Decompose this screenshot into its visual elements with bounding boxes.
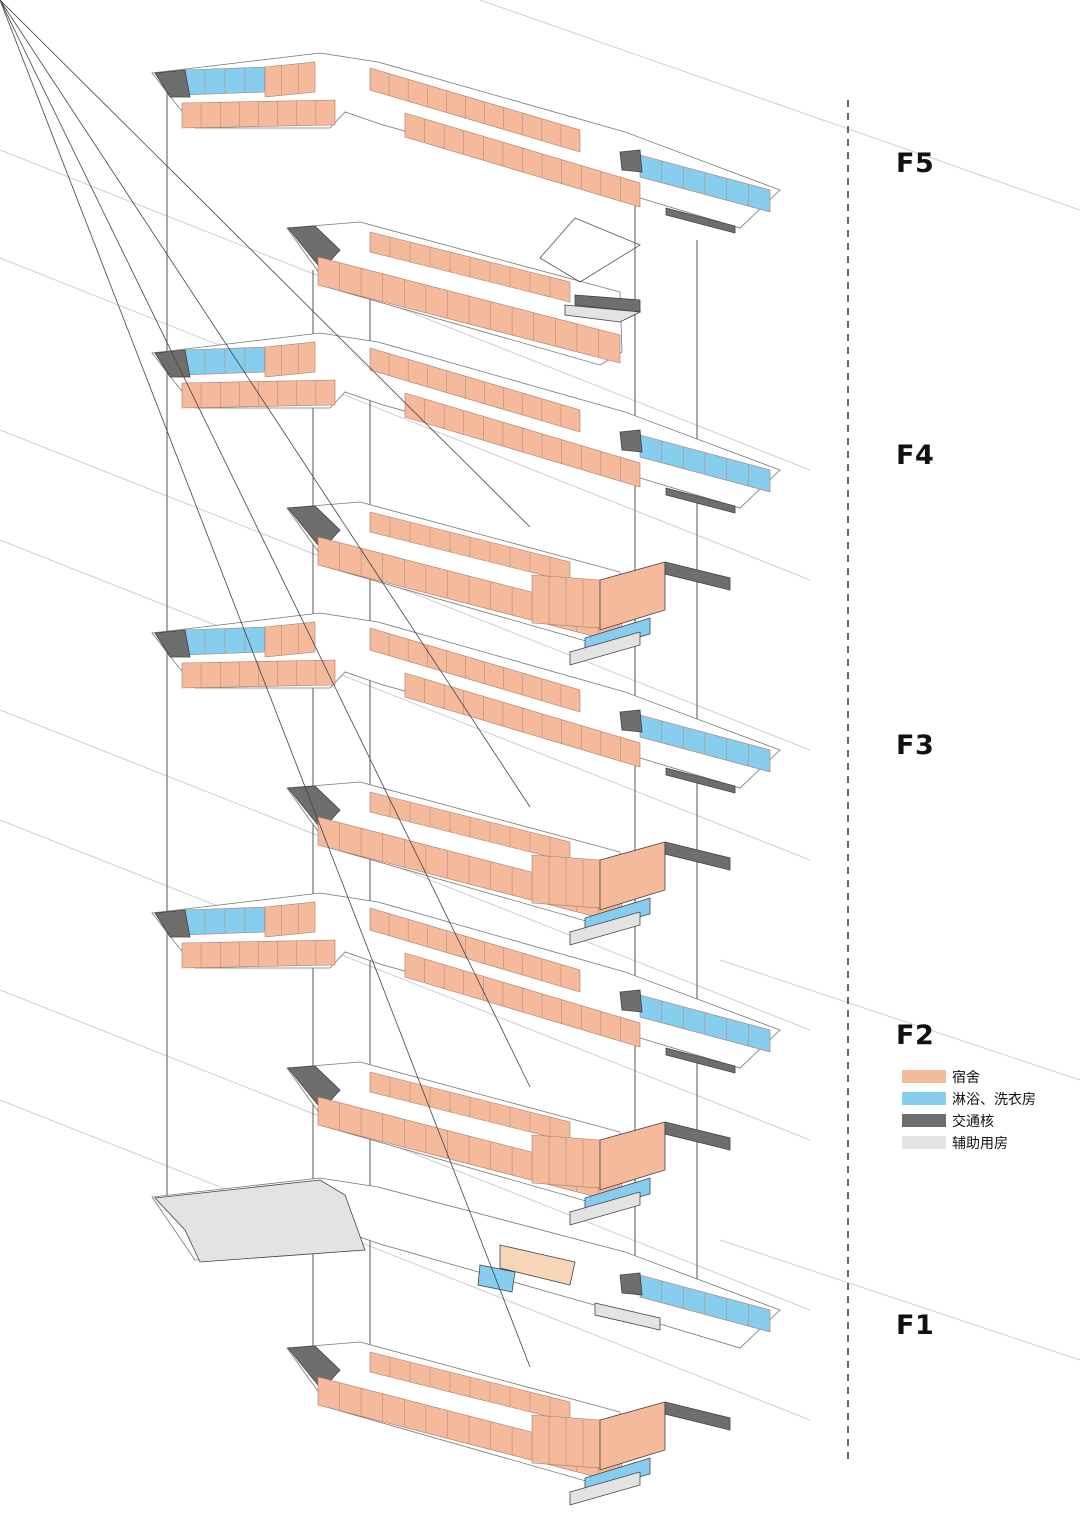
east-core-b <box>665 207 736 234</box>
east-core-a <box>619 149 643 173</box>
west-dorm-north <box>264 61 316 98</box>
legend-label-dorm: 宿舍 <box>952 1070 980 1086</box>
east-core-b <box>665 1047 736 1074</box>
floor-lower-plate-5 <box>286 217 642 366</box>
east-core-a <box>619 709 643 733</box>
east-core-b <box>665 487 736 514</box>
courtyard-outline <box>539 217 641 283</box>
ground-bath-small <box>477 1264 516 1293</box>
legend-label-bath: 淋浴、洗衣房 <box>952 1092 1036 1108</box>
legend-label-core: 交通核 <box>952 1114 994 1130</box>
lower-west-core <box>287 1065 341 1111</box>
floor-lower-plate-2 <box>0 0 731 1226</box>
lower-east-dorm-east <box>599 1121 666 1191</box>
legend-item-dorm: 宿舍 <box>902 1066 1072 1086</box>
lower-aux-room <box>569 631 641 666</box>
lower-aux-room <box>569 1191 641 1226</box>
ground-aux-hall <box>154 1179 366 1263</box>
legend-item-aux: 辅助用房 <box>902 1132 1072 1152</box>
noop <box>0 0 531 528</box>
floor-label-f5: F5 <box>896 148 935 179</box>
lower-east-dorm-east <box>599 561 666 631</box>
east-dorm-north <box>369 627 581 713</box>
noop <box>0 0 531 1368</box>
lower-west-core <box>287 505 341 551</box>
legend-label-aux: 辅助用房 <box>952 1136 1008 1152</box>
east-core-b <box>665 767 736 794</box>
west-core <box>154 909 191 938</box>
floor-label-f4: F4 <box>896 440 935 471</box>
lower-east-core <box>664 1401 731 1431</box>
ground-core-a <box>619 1272 643 1296</box>
west-core <box>154 629 191 658</box>
lower-east-dorm-east <box>599 841 666 911</box>
east-core-a <box>619 429 643 453</box>
west-core <box>154 349 191 378</box>
floor-upper-plate-4 <box>151 332 781 514</box>
floor-upper-plate-2 <box>151 892 781 1074</box>
west-dorm-north <box>264 901 316 938</box>
legend-item-bath: 淋浴、洗衣房 <box>902 1088 1072 1108</box>
west-dorm-north <box>264 621 316 658</box>
east-core-a <box>619 989 643 1013</box>
legend-swatch-dorm <box>902 1070 946 1083</box>
ground-lobby <box>499 1244 576 1286</box>
lower-east-dorm-east <box>599 1401 666 1471</box>
lower-west-core <box>287 1345 341 1391</box>
lower-aux-room <box>569 1471 641 1506</box>
floor-lower-plate-4 <box>0 0 731 666</box>
floor-upper-plate-5 <box>151 52 781 234</box>
background-guide-lines <box>0 0 1080 1421</box>
legend-swatch-bath <box>902 1092 946 1105</box>
east-dorm-north <box>369 347 581 433</box>
lower-east-core <box>664 561 731 591</box>
lower-east-core <box>664 841 731 871</box>
legend-swatch-core <box>902 1114 946 1127</box>
floor-lower-plate-1 <box>0 0 731 1506</box>
legend-swatch-aux <box>902 1136 946 1149</box>
floor-upper-plate-1 <box>151 1177 781 1349</box>
lower-aux-room <box>564 304 642 323</box>
ground-aux-b <box>594 1302 661 1331</box>
legend-item-core: 交通核 <box>902 1110 1072 1130</box>
east-dorm-north <box>369 907 581 993</box>
noop <box>0 0 531 1088</box>
floor-upper-plate-3 <box>151 612 781 794</box>
noop <box>0 0 531 808</box>
lower-aux-room <box>569 911 641 946</box>
lower-west-core <box>287 225 341 271</box>
east-dorm-north <box>369 67 581 153</box>
lower-east-core <box>664 1121 731 1151</box>
floor-lower-plate-3 <box>0 0 731 946</box>
floor-label-f2: F2 <box>896 1020 935 1051</box>
lower-west-core <box>287 785 341 831</box>
west-dorm-north <box>264 341 316 378</box>
floor-label-f3: F3 <box>896 730 935 761</box>
floor-label-f1: F1 <box>896 1310 935 1341</box>
west-core <box>154 69 191 98</box>
